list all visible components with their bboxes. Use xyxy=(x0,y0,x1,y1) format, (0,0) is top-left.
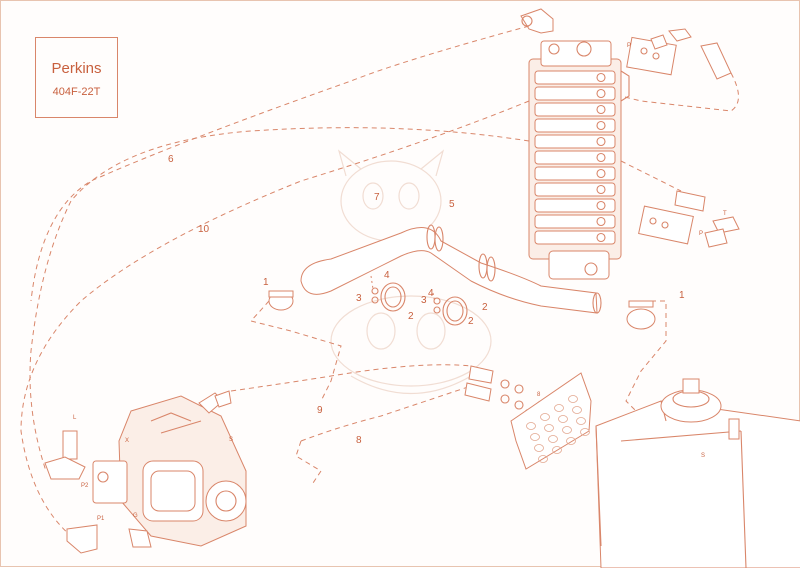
gasket-hole xyxy=(568,395,578,403)
gasket-hole xyxy=(566,437,576,445)
valve-section xyxy=(534,118,616,133)
control-valve-block xyxy=(528,40,630,280)
callout-6: 6 xyxy=(168,154,174,165)
p-clip-left xyxy=(371,282,406,312)
callout-4-left: 4 xyxy=(384,270,390,281)
gasket-hole xyxy=(562,426,572,434)
callout-4-right: 4 xyxy=(428,288,434,299)
valve-section xyxy=(534,230,616,245)
callout-2-right: 2 xyxy=(468,316,474,327)
valve-section xyxy=(534,150,616,165)
port-label-x-pump: X xyxy=(125,438,129,444)
valve-section-port xyxy=(596,232,606,243)
valve-section-port xyxy=(596,136,606,147)
right-side-fittings: P T xyxy=(638,190,740,248)
valve-section-port xyxy=(596,216,606,227)
brand-name: Perkins xyxy=(51,60,102,77)
gasket-hole xyxy=(538,455,548,463)
gasket-hole xyxy=(576,417,586,425)
callout-1-right: 1 xyxy=(679,290,685,301)
top-right-fittings: P xyxy=(626,28,732,80)
pump-fittings: L X S P2 P1 G xyxy=(44,390,233,554)
callout-9: 9 xyxy=(317,405,323,416)
valve-section xyxy=(534,134,616,149)
brand-model: 404F-22T xyxy=(52,86,101,98)
watermark-mascot-icon xyxy=(330,149,492,395)
valve-section xyxy=(534,182,616,197)
gasket-hole xyxy=(572,406,582,414)
gasket-plate xyxy=(510,372,592,470)
valve-section xyxy=(534,198,616,213)
valve-section-port xyxy=(596,152,606,163)
gasket-hole xyxy=(548,435,558,443)
suction-hose xyxy=(300,224,602,314)
valve-section xyxy=(534,70,616,85)
valve-section-port xyxy=(596,168,606,179)
callout-10: 10 xyxy=(198,224,210,235)
port-label-l-left: L xyxy=(73,415,77,421)
brand-box: Perkins 404F-22T xyxy=(35,37,118,118)
valve-section xyxy=(534,214,616,229)
gasket-hole xyxy=(534,444,544,452)
gasket-hole xyxy=(558,415,568,423)
port-label-g: G xyxy=(133,513,138,519)
port-label-s-pump: S xyxy=(229,437,233,443)
callout-3-right: 3 xyxy=(421,295,427,306)
callout-7: 7 xyxy=(374,192,380,203)
valve-section xyxy=(534,86,616,101)
hydraulic-tank: S xyxy=(595,378,800,568)
valve-section-port xyxy=(596,200,606,211)
port-label-p-top: P xyxy=(627,43,631,49)
routing-lines xyxy=(20,25,739,537)
port-label-s-tank: S xyxy=(701,453,705,459)
valve-section-port xyxy=(596,120,606,131)
port-label-p-right: P xyxy=(699,231,703,237)
valve-section xyxy=(534,166,616,181)
hydraulic-pump xyxy=(92,395,247,547)
callout-numbers: 1 1 2 2 2 3 3 4 4 5 6 7 8 9 10 xyxy=(168,154,685,446)
valve-section-port xyxy=(596,184,606,195)
port-label-p1: P1 xyxy=(97,516,105,522)
callout-2-middle: 2 xyxy=(482,302,488,313)
callout-1-left: 1 xyxy=(263,277,269,288)
gasket-hole xyxy=(530,433,540,441)
callout-8: 8 xyxy=(356,435,362,446)
gasket-hole xyxy=(580,428,590,436)
gasket-hole xyxy=(554,404,564,412)
hose-clamp-right xyxy=(626,300,656,330)
callout-2-left: 2 xyxy=(408,311,414,322)
port-label-t-right: T xyxy=(723,211,727,217)
top-elbow-fitting xyxy=(520,8,554,34)
valve-section xyxy=(534,102,616,117)
gasket-hole xyxy=(552,446,562,454)
gasket-hole xyxy=(544,424,554,432)
gasket-hole xyxy=(540,413,550,421)
port-label-n8: 8 xyxy=(537,392,541,398)
gasket-hole xyxy=(526,422,536,430)
p-clip-right xyxy=(433,296,468,326)
hose-clamp-left xyxy=(268,290,294,311)
valve-section-port xyxy=(596,104,606,115)
callout-3-left: 3 xyxy=(356,293,362,304)
callout-5: 5 xyxy=(449,199,455,210)
port-label-p2: P2 xyxy=(81,483,89,489)
valve-section-port xyxy=(596,72,606,83)
valve-section-port xyxy=(596,88,606,99)
